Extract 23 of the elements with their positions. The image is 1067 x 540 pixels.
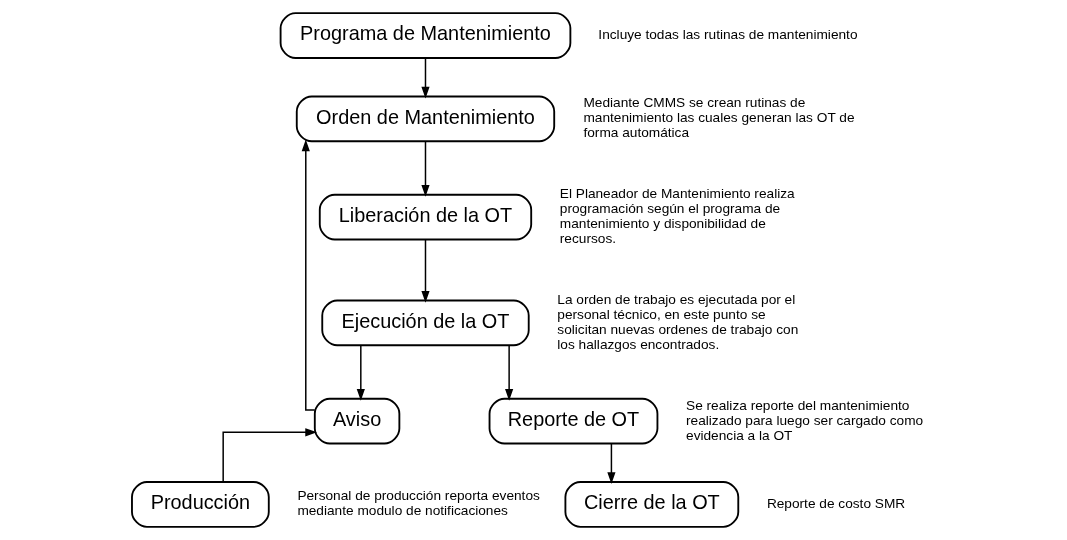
node-box: Reporte de OT [488,397,658,445]
node-label: La orden de trabajo es ejecutada por el personal técnico, en este punto se solicitan nuevas ordenes de trabajo con los hallazgos encontrados. [556,291,798,352]
node-label: Personal de producción reporta eventos mediante modulo de notificaciones [296,488,540,519]
node-box: Programa de Mantenimiento [279,12,571,59]
node-label: Incluye todas las rutinas de mantenimiento [597,27,858,43]
node-box: Liberación de la OT [318,193,532,241]
node-box: Orden de Mantenimiento [295,95,555,143]
arrow [606,443,616,484]
arrow [356,344,365,401]
arrow [420,140,430,197]
arrow [420,238,430,303]
node-box: Cierre de la OT [563,481,739,528]
arrow [420,57,430,99]
node-label: Se realiza reporte del mantenimiento realizado para luego ser cargado como evidencia a la OT [685,397,923,443]
arrow [504,344,513,401]
arrow [301,139,315,411]
node-box: Aviso [313,397,400,445]
node-label: Reporte de costo SMR [766,495,905,511]
node-box: Ejecución de la OT [320,299,530,347]
node-label: Mediante CMMS se crean rutinas de mantenimiento las cuales generan las OT de forma automática [582,95,854,141]
node-label: El Planeador de Mantenimiento realiza programación según el programa de mantenimiento y disponibilidad de recursos. [559,186,795,247]
node-box: Producción [130,481,270,528]
arrow [221,428,317,483]
